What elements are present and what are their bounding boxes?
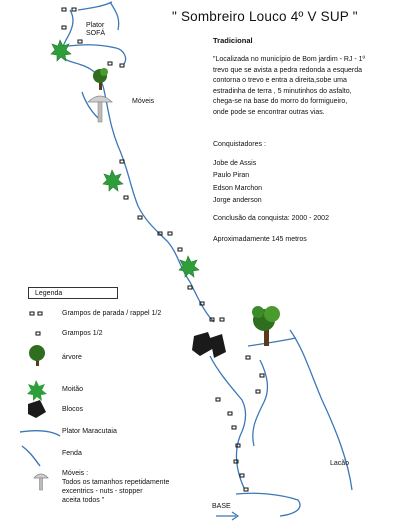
base-ledge	[235, 492, 301, 517]
legend-title: Legenda	[28, 287, 118, 299]
left-crack	[77, 1, 113, 11]
route-description: "Localizada no município de Bom jardim -…	[213, 56, 366, 116]
ledge-icon	[19, 430, 61, 437]
conqueror-name: Jobe de Assis	[213, 160, 257, 167]
route-title: " Sombreiro Louco 4º V SUP "	[172, 9, 358, 24]
bush-icon	[102, 169, 124, 192]
boulder-icon	[28, 400, 46, 418]
lacao-label: Lacão	[330, 460, 350, 467]
bolt	[71, 7, 77, 12]
moveis-crack	[81, 91, 99, 119]
upper-crack	[60, 9, 215, 323]
route-style: Tradicional	[213, 36, 253, 45]
right-crack	[109, 1, 120, 31]
bush-icon	[50, 39, 72, 62]
mushroom-icon	[87, 95, 113, 123]
moveis-label: Móveis	[132, 98, 155, 105]
bolt	[209, 317, 215, 322]
ledge-line	[247, 337, 297, 347]
bolt	[187, 285, 193, 290]
bolt	[219, 317, 225, 322]
legend-label-bush: Moitão	[62, 386, 84, 393]
conqueror-name: Jorge anderson	[213, 196, 262, 204]
legend-icons	[19, 311, 61, 491]
bolt	[167, 231, 173, 236]
base-label: BASE	[212, 503, 231, 510]
mid-crack	[252, 359, 269, 447]
conqueror-name: Paulo Piran	[213, 172, 250, 180]
bolt	[177, 247, 183, 252]
boulder-icon	[210, 334, 226, 358]
double-bolt-icon	[29, 311, 43, 316]
bolt	[107, 61, 113, 66]
legend-moveis-text: Móveis : Todos os tamanhos repetidamente…	[62, 470, 170, 505]
bolt	[233, 459, 239, 464]
boulder-icon	[192, 332, 214, 356]
bolt	[235, 443, 241, 448]
route-length: Aproximadamente 145 metros	[213, 236, 307, 243]
legend-label-boulder: Blocos	[62, 406, 84, 413]
bush-icon	[178, 255, 200, 278]
boulders	[192, 332, 226, 358]
completion-date: Conclusão da conquista: 2000 - 2002	[213, 215, 329, 222]
plator-sofa-label: Plator SOFÁ	[86, 22, 106, 38]
bolt	[77, 39, 83, 44]
bush-icon	[27, 380, 47, 401]
tree-small	[93, 68, 108, 90]
conquerors-list: Jobe de Assis Paulo Piran Edson Marchon …	[213, 158, 262, 207]
bolt	[239, 473, 245, 478]
bushes	[50, 39, 200, 278]
tree-icon	[29, 345, 45, 366]
lower-crack	[209, 355, 247, 489]
bolt	[137, 215, 143, 220]
bolt	[123, 195, 129, 200]
bolt	[157, 231, 163, 236]
bolt	[227, 411, 233, 416]
bolt	[215, 397, 221, 402]
sofa-ledge	[67, 44, 127, 65]
bolt	[245, 355, 251, 360]
mushroom-icon	[33, 473, 49, 491]
crack-icon	[21, 445, 41, 467]
bolt	[255, 389, 261, 394]
bolt	[119, 63, 125, 68]
tree-large	[252, 306, 280, 346]
bolt	[243, 487, 249, 492]
bolt	[61, 25, 67, 30]
legend-label-bolt: Grampos 1/2	[62, 330, 103, 337]
bolt	[259, 373, 265, 378]
bolt	[119, 159, 125, 164]
conquerors-heading: Conquistadores :	[213, 141, 266, 148]
lacao-crack	[289, 329, 353, 491]
legend-label-tree: árvore	[62, 354, 82, 361]
bolt-icon	[35, 331, 41, 336]
bolt	[199, 301, 205, 306]
bolt	[61, 7, 67, 12]
conqueror-name: Edson Marchon	[213, 184, 263, 192]
bolts	[61, 7, 265, 492]
legend-label-crack: Fenda	[62, 450, 82, 457]
legend-label-double-bolt: Grampos de parada / rappel 1/2	[62, 310, 162, 317]
legend-label-ledge: Plator Maracutaia	[62, 428, 117, 435]
bolt	[231, 425, 237, 430]
base-marker	[216, 511, 240, 521]
